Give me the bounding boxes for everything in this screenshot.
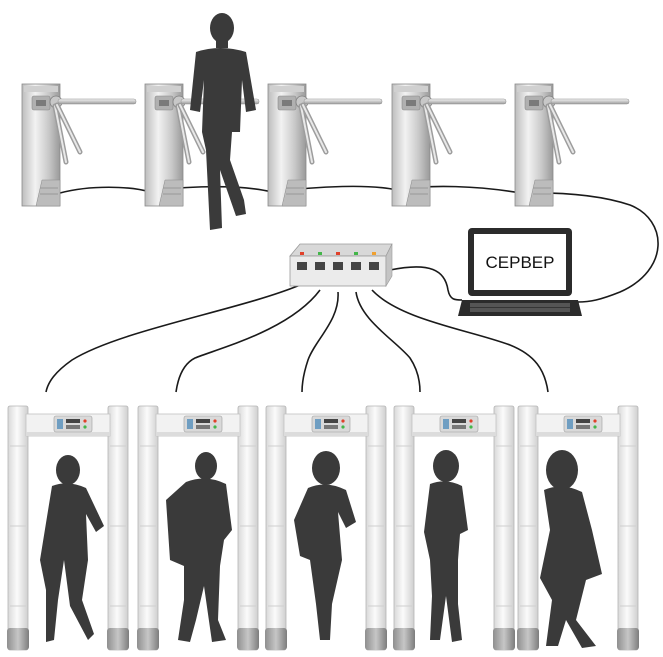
woman-dress-silhouette <box>540 450 602 648</box>
woman-jacket-silhouette <box>40 455 104 642</box>
laptop-icon: СЕРВЕР <box>458 228 582 316</box>
turnstile <box>515 84 629 206</box>
woman-phone-silhouette <box>294 451 356 640</box>
network-cables <box>45 185 659 393</box>
hub-status-leds <box>300 252 376 255</box>
hub-to-server-cable <box>389 266 463 301</box>
woman-slim-silhouette <box>424 450 468 642</box>
walking-man-silhouette <box>190 13 256 230</box>
hub-to-detector1-cable <box>45 284 301 393</box>
hub-ports <box>297 262 379 270</box>
hub-to-detector4-cable <box>355 291 421 393</box>
man-phone-silhouette <box>166 452 232 642</box>
server-label: СЕРВЕР <box>486 253 555 272</box>
network-hub-icon <box>289 243 393 288</box>
turnstile <box>392 84 506 206</box>
hub-to-detector3-cable <box>301 291 339 393</box>
hub-to-detector5-cable <box>371 289 549 393</box>
hub-to-detector2-cable <box>175 289 321 393</box>
